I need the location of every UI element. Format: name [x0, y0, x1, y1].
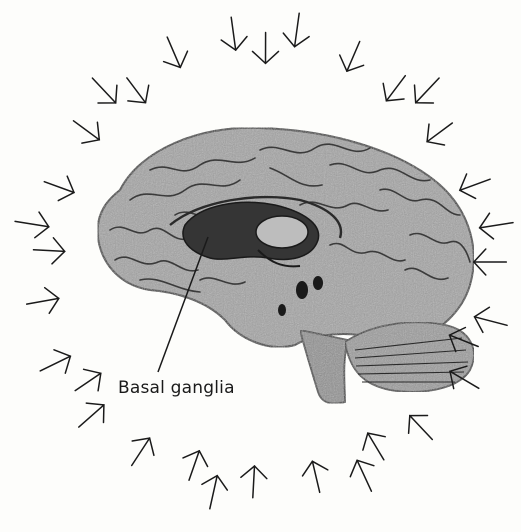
inward-arrow [74, 121, 100, 143]
inward-arrow [475, 307, 508, 332]
basal-ganglia-label: Basal ganglia [118, 378, 235, 398]
inward-arrow [350, 460, 374, 491]
inward-arrow [92, 78, 117, 103]
inward-arrow [183, 451, 208, 480]
inward-arrow [303, 461, 328, 492]
inward-arrow [164, 37, 188, 67]
inward-arrow [383, 76, 405, 101]
inward-arrow [241, 466, 267, 498]
inward-arrow [363, 433, 385, 460]
inward-arrow [132, 438, 154, 465]
inward-arrow [75, 369, 101, 391]
inward-arrow [40, 350, 70, 373]
inward-arrow [127, 78, 149, 103]
inward-arrow [253, 33, 279, 64]
inward-arrow [34, 238, 65, 264]
inward-arrow [283, 13, 309, 47]
inward-arrow [409, 416, 433, 440]
inward-arrow [480, 213, 513, 239]
inward-arrow [27, 288, 59, 314]
inward-arrow [474, 249, 507, 275]
inward-arrow [340, 42, 364, 72]
inward-arrow [202, 476, 227, 509]
inward-arrow [415, 78, 440, 103]
inward-arrow [427, 123, 452, 145]
inward-arrow [460, 174, 490, 198]
inward-arrow [79, 403, 104, 427]
inward-arrow [221, 17, 247, 50]
inward-arrow [44, 176, 74, 200]
inward-arrow [15, 212, 49, 238]
